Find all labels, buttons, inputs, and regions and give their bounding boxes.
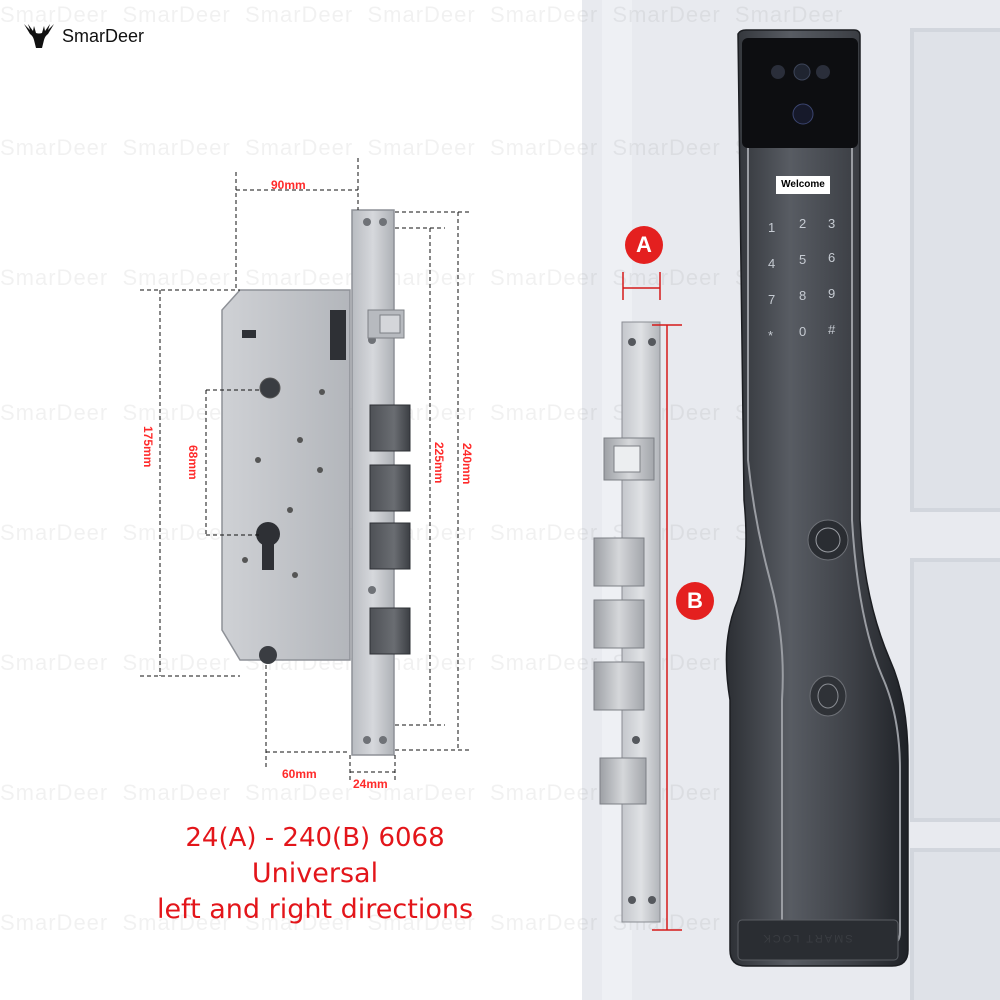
smart-lock-assembly bbox=[593, 29, 909, 967]
keypad-key: 0 bbox=[799, 324, 807, 339]
dimension-bolt-span: 225mm bbox=[432, 442, 446, 484]
caption-direction-line: left and right directions bbox=[156, 894, 474, 925]
marker-b: B bbox=[676, 582, 714, 620]
brand-name: SmarDeer bbox=[62, 25, 145, 46]
keypad-key: 2 bbox=[799, 216, 807, 231]
keypad-key: * bbox=[768, 328, 774, 343]
keypad-key: 4 bbox=[768, 256, 776, 271]
brand-logo: SmarDeer bbox=[22, 22, 144, 50]
keypad-key: 8 bbox=[799, 288, 807, 303]
dimension-top-width: 90mm bbox=[271, 178, 306, 192]
mortise-lock-diagram bbox=[221, 209, 411, 756]
dimension-faceplate-length: 240mm bbox=[460, 443, 474, 485]
lock-screen-welcome: Welcome bbox=[776, 176, 830, 194]
keypad-key: 9 bbox=[828, 286, 836, 301]
caption-universal-line: Universal bbox=[251, 858, 379, 889]
keypad-key: 5 bbox=[799, 252, 807, 267]
dimension-left-height: 175mm bbox=[141, 426, 155, 468]
product-caption: 24(A) - 240(B) 6068 Universal left and r… bbox=[95, 820, 535, 928]
keypad-key: 3 bbox=[828, 216, 836, 231]
keypad-key: 1 bbox=[768, 220, 776, 235]
keypad-key: 7 bbox=[768, 292, 776, 307]
smart-lock-label: SMART LOCK bbox=[761, 932, 853, 944]
dimension-backset: 60mm bbox=[282, 767, 317, 781]
marker-a: A bbox=[625, 226, 663, 264]
keypad-key: 6 bbox=[828, 250, 836, 265]
deer-icon bbox=[24, 24, 54, 48]
dimension-faceplate-width: 24mm bbox=[353, 777, 388, 791]
dimension-lines bbox=[140, 158, 470, 782]
caption-size-line: 24(A) - 240(B) 6068 bbox=[185, 823, 445, 853]
dimension-cylinder-spacing: 68mm bbox=[186, 445, 200, 480]
keypad-key: # bbox=[828, 322, 836, 337]
